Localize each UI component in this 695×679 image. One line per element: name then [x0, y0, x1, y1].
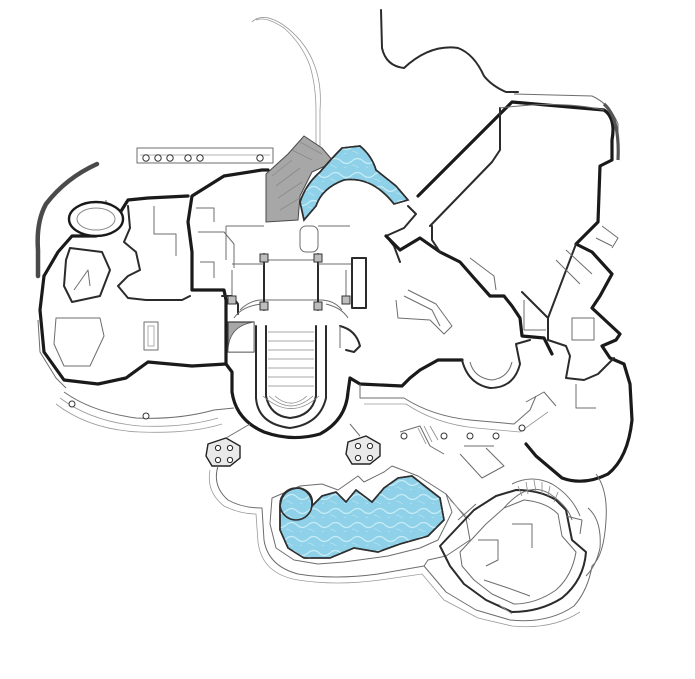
column	[259, 253, 269, 263]
column	[313, 301, 323, 311]
column	[313, 253, 323, 263]
rail-light	[142, 154, 150, 162]
spa-inner-ring	[76, 207, 116, 231]
west-curved-wall	[35, 161, 100, 279]
west-wing	[37, 168, 270, 389]
west-lower-terrace	[55, 391, 235, 433]
rotunda-steps	[262, 331, 320, 409]
rail-lights	[142, 154, 264, 162]
terrace-light	[400, 432, 408, 440]
terrace-light	[518, 424, 526, 432]
rotunda-step	[274, 395, 308, 404]
rail-light	[256, 154, 264, 162]
central-entry	[224, 225, 464, 440]
rail-light	[154, 154, 162, 162]
pier-light	[354, 454, 362, 462]
rail-light	[196, 154, 204, 162]
terrace-light	[466, 432, 474, 440]
terrace-light	[492, 432, 500, 440]
pier-light	[366, 454, 374, 462]
left-terrace-rail	[136, 147, 274, 164]
pier-light	[366, 442, 374, 450]
west-pier	[205, 437, 241, 467]
pier-light	[226, 456, 234, 464]
lower-spa-ring	[279, 487, 313, 521]
northeast-wing	[384, 93, 634, 483]
rotunda-step	[268, 395, 314, 407]
rail-light	[184, 154, 192, 162]
column	[259, 301, 269, 311]
driveway-curves	[251, 9, 519, 167]
pier-light	[354, 442, 362, 450]
pier-light	[214, 456, 222, 464]
pier-connectors	[225, 423, 361, 439]
rotunda-step	[262, 395, 320, 409]
lower-pool-deck	[208, 465, 607, 628]
grand-stair	[265, 135, 335, 223]
pool-ripple	[299, 145, 410, 222]
lower-pool	[279, 475, 445, 559]
upper-pool	[299, 145, 410, 222]
east-terrace-lights	[400, 424, 526, 440]
terrace-light	[440, 432, 448, 440]
rail-light	[166, 154, 174, 162]
pier-light	[214, 444, 222, 452]
column	[227, 295, 237, 305]
terrace-light	[142, 412, 150, 420]
southeast-wing	[439, 478, 601, 615]
terrace-lights	[68, 400, 150, 420]
east-pier	[345, 435, 381, 465]
east-terrace	[359, 339, 557, 479]
pier-light	[226, 444, 234, 452]
column	[341, 295, 351, 305]
spa	[67, 200, 125, 238]
column-grid	[227, 253, 351, 311]
terrace-light	[68, 400, 76, 408]
